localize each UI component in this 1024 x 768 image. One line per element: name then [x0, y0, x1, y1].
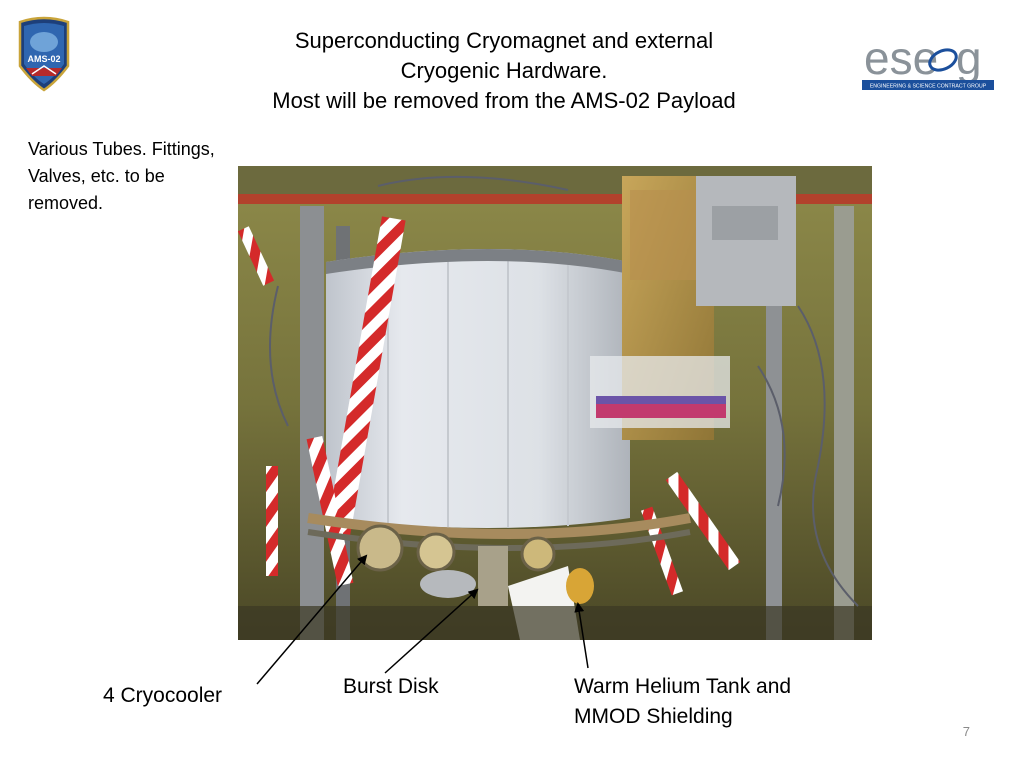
note-line-3: removed.	[28, 193, 104, 213]
escg-logo-text: ese	[864, 32, 938, 84]
warm-helium-label-line-1: Warm Helium Tank and	[574, 675, 792, 698]
removal-note: Various Tubes. Fittings, Valves, etc. to…	[28, 136, 278, 217]
title-line-3: Most will be removed from the AMS-02 Pay…	[272, 88, 736, 113]
note-line-2: Valves, etc. to be	[28, 166, 165, 186]
page-number: 7	[962, 724, 970, 739]
escg-logo-icon: ese g ENGINEERING & SCIENCE CONTRACT GRO…	[862, 32, 994, 90]
ams-02-patch-icon: AMS-02	[18, 16, 70, 92]
ams-logo-text: AMS-02	[27, 54, 60, 64]
cryomagnet-photo-image	[238, 166, 872, 640]
note-line-1: Various Tubes. Fittings,	[28, 139, 215, 159]
slide-title: Superconducting Cryomagnet and external …	[180, 26, 828, 116]
escg-logo: ese g ENGINEERING & SCIENCE CONTRACT GRO…	[862, 30, 994, 92]
escg-tagline: ENGINEERING & SCIENCE CONTRACT GROUP	[870, 84, 987, 90]
ams-02-logo: AMS-02	[16, 16, 72, 92]
title-line-1: Superconducting Cryomagnet and external	[294, 28, 714, 53]
cryocooler-label: 4 Cryocooler	[103, 684, 223, 707]
warm-helium-label: Warm Helium Tank and MMOD Shielding	[574, 672, 791, 732]
title-line-2: Cryogenic Hardware.	[400, 58, 608, 83]
warm-helium-label-line-2: MMOD Shielding	[574, 705, 733, 728]
cryomagnet-photo	[238, 166, 872, 640]
burst-disk-label: Burst Disk	[343, 675, 439, 698]
escg-logo-letter: g	[956, 32, 982, 84]
